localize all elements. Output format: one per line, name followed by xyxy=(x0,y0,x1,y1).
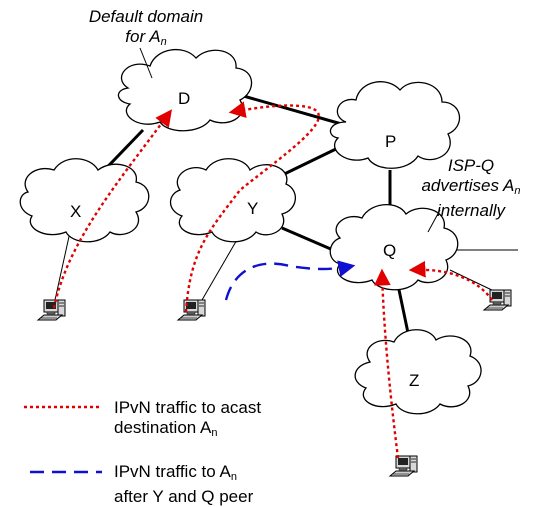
computer-icon-q xyxy=(483,289,512,311)
default-domain-line1: Default domain xyxy=(88,7,204,26)
computer-icon-z xyxy=(389,455,418,477)
isp-q-pointer xyxy=(427,209,441,233)
node-label-q: Q xyxy=(383,241,397,260)
link-x-pc xyxy=(54,231,71,301)
acast-traffic-paths xyxy=(24,101,493,459)
default-domain-annotation: Default domain for An xyxy=(56,7,236,52)
legend-blue-text: IPvN traffic to An after Y and Q peer xyxy=(114,462,253,507)
red-path-x-to-d xyxy=(52,109,172,309)
node-label-x: X xyxy=(70,202,82,221)
isp-q-line3: internally xyxy=(436,201,506,220)
clouds xyxy=(19,48,482,415)
isp-q-annotation: ISP-Q advertises An internally xyxy=(396,156,546,221)
computer-icon-x xyxy=(37,299,66,321)
red-path-z-to-q xyxy=(373,268,400,459)
legend-blue-line2: after Y and Q peer xyxy=(114,487,254,506)
node-label-d: D xyxy=(178,89,191,108)
legend-red-text: IPvN traffic to acast destination An xyxy=(114,398,261,443)
isp-q-line1: ISP-Q xyxy=(447,156,495,175)
default-domain-line2: for An xyxy=(125,27,167,48)
computer-icon-y xyxy=(177,299,206,321)
blue-path-y-to-q xyxy=(224,260,356,301)
red-path-q-local xyxy=(408,260,493,301)
node-label-z: Z xyxy=(409,371,420,390)
node-label-p: P xyxy=(385,132,397,151)
legend-blue-line1: IPvN traffic to An xyxy=(114,462,237,483)
link-q-pc xyxy=(449,269,497,293)
cloud-y xyxy=(169,158,296,243)
node-label-y: Y xyxy=(247,199,259,218)
peer-traffic-path xyxy=(30,260,356,474)
legend-red-line1: IPvN traffic to acast xyxy=(114,398,262,417)
isp-q-line2: advertises An xyxy=(421,176,521,197)
link-y-pc xyxy=(201,237,239,301)
legend-red-line2: destination An xyxy=(114,418,218,439)
cloud-d xyxy=(117,48,253,132)
cloud-x xyxy=(19,158,150,243)
default-domain-pointer xyxy=(139,47,153,79)
cloud-p xyxy=(329,81,461,169)
link-d-p xyxy=(239,93,346,127)
